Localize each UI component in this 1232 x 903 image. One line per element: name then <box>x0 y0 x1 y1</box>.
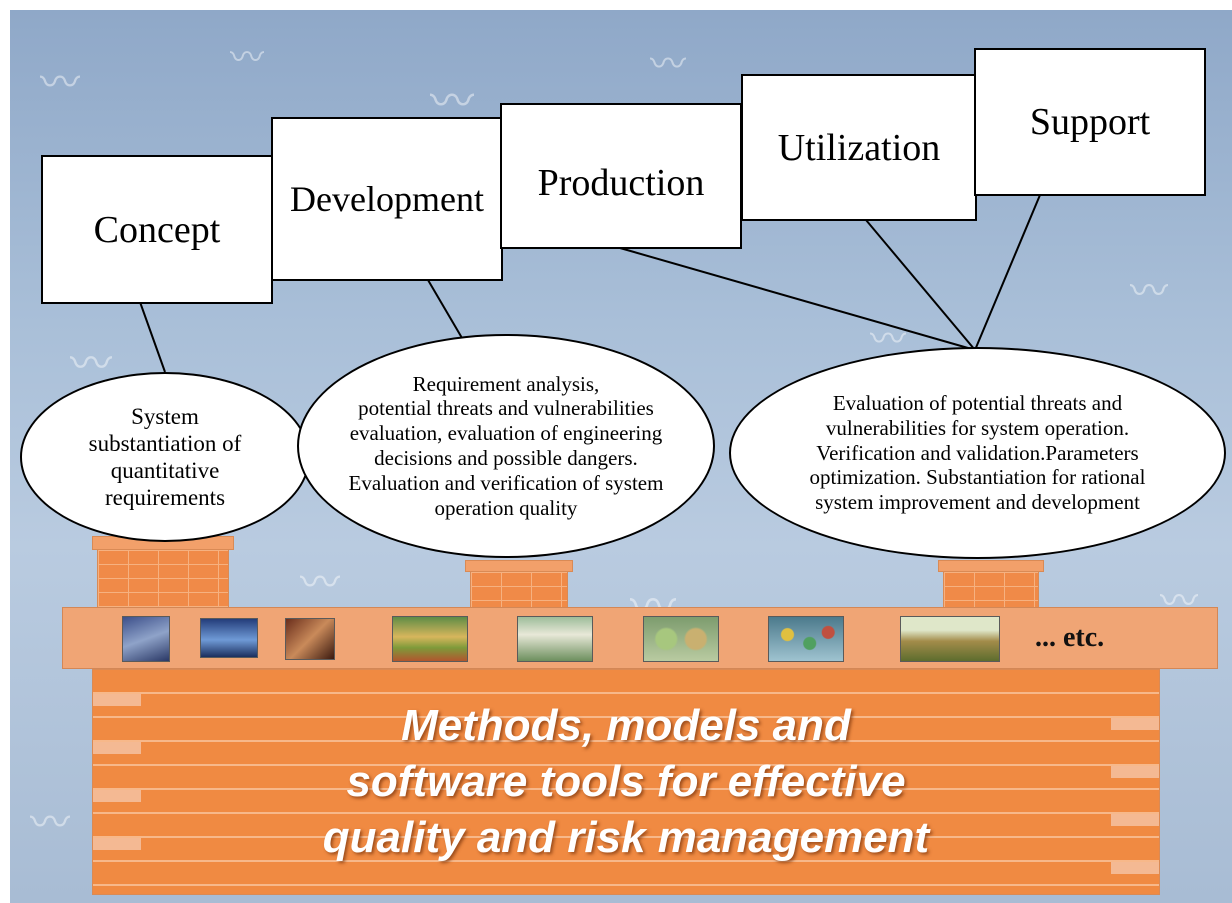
brick-wall <box>92 669 1160 895</box>
book-cover-image <box>900 616 1000 662</box>
ellipse-line: decisions and possible dangers. <box>374 446 638 470</box>
stage-production-label: Production <box>537 162 705 204</box>
brick <box>93 742 141 754</box>
brick <box>93 790 141 802</box>
brick <box>1111 766 1159 778</box>
stage-production: Production <box>500 103 742 249</box>
ellipse-line: requirements <box>104 485 226 511</box>
ellipse-development-text: Requirement analysis, potential threats … <box>349 372 664 521</box>
book-cover-image <box>285 618 335 660</box>
stage-concept-label: Concept <box>93 208 221 251</box>
wall-title: Methods, models and software tools for e… <box>92 698 1160 866</box>
wall-title-line: quality and risk management <box>322 813 930 862</box>
bird-icon: 〰 <box>230 38 264 78</box>
book-cover-image <box>643 616 719 662</box>
stage-concept: Concept <box>41 155 273 304</box>
ellipse-line: Evaluation and verification of system <box>348 470 664 495</box>
chimney-middle <box>470 571 568 609</box>
ellipse-line: Evaluation of potential threats and <box>832 391 1123 416</box>
bird-icon: 〰 <box>300 560 340 606</box>
book-cover-image <box>517 616 593 662</box>
ellipse-concept: System substantiation of quantitative re… <box>20 372 310 542</box>
ellipse-line: quantitative <box>110 458 220 483</box>
ellipse-operation: Evaluation of potential threats and vuln… <box>729 347 1226 559</box>
stage-utilization-label: Utilization <box>777 126 941 169</box>
book-cover-image <box>768 616 844 662</box>
brick <box>1111 718 1159 730</box>
ellipse-line: potential threats and vulnerabilities <box>358 396 654 421</box>
ellipse-line: system improvement and development <box>815 490 1140 515</box>
bird-icon: 〰 <box>650 44 687 85</box>
book-cover-image <box>122 616 170 662</box>
wall-title-line: Methods, models and <box>401 701 851 750</box>
bird-icon: 〰 <box>40 60 80 106</box>
bird-icon: 〰 <box>30 800 70 846</box>
chimney-left <box>97 549 229 609</box>
book-cover-image <box>200 618 258 658</box>
book-cover-image <box>392 616 468 662</box>
stage-development-label: Development <box>290 179 484 219</box>
stage-development: Development <box>271 117 503 281</box>
brick <box>93 838 141 850</box>
bird-icon: 〰 <box>1130 269 1169 313</box>
ellipse-line: substantiation of <box>88 430 242 456</box>
etc-label: ... etc. <box>1035 622 1105 653</box>
chimney-right <box>943 571 1039 609</box>
stage-support-label: Support <box>1029 101 1151 143</box>
stage-support: Support <box>974 48 1206 196</box>
ellipse-line: Verification and validation.Parameters <box>816 440 1139 465</box>
ellipse-line: operation quality <box>434 495 578 520</box>
ellipse-development: Requirement analysis, potential threats … <box>297 334 715 558</box>
ellipse-line: System <box>131 403 199 429</box>
ellipse-line: Requirement analysis, <box>412 371 600 396</box>
wall-title-line: software tools for effective <box>346 757 906 806</box>
brick <box>93 694 141 706</box>
ellipse-concept-text: System substantiation of quantitative re… <box>89 403 242 512</box>
stage-utilization: Utilization <box>741 74 977 221</box>
brick <box>1111 862 1159 874</box>
ellipse-line: evaluation, evaluation of engineering <box>349 421 663 446</box>
ellipse-line: vulnerabilities for system operation. <box>825 415 1130 440</box>
ellipse-line: optimization. Substantiation for rationa… <box>809 465 1146 490</box>
ellipse-operation-text: Evaluation of potential threats and vuln… <box>810 391 1146 515</box>
brick <box>1111 814 1159 826</box>
